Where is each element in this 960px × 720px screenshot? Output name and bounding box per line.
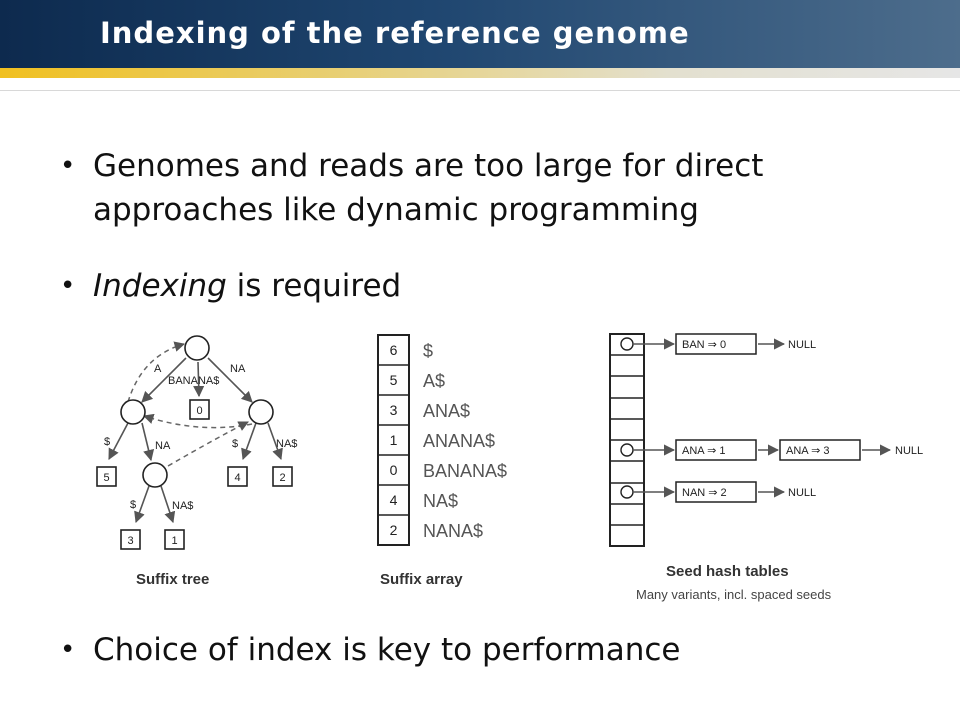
subcaption-hash-tables: Many variants, incl. spaced seeds [636, 587, 832, 602]
tree-leaf [120, 529, 141, 550]
hash-entry [675, 439, 757, 461]
header-divider [0, 90, 960, 91]
bullet-dot-icon: • [60, 635, 76, 665]
edge-label: $ [232, 438, 238, 450]
null-label: NULL [895, 445, 923, 457]
bullet-choice-text: Choice of index is key to performance [93, 632, 681, 668]
array-suffix: BANANA$ [423, 461, 507, 481]
edge-label: A [154, 363, 162, 375]
array-suffix: NA$ [423, 491, 458, 511]
tree-leaf [164, 529, 185, 550]
array-suffix: A$ [423, 371, 445, 391]
hash-entry [675, 333, 757, 355]
leaf-label: 4 [234, 472, 240, 484]
hash-entry-label: NAN ⇒ 2 [682, 487, 727, 499]
array-index: 1 [390, 432, 398, 448]
caption-hash-tables: Seed hash tables [666, 563, 789, 580]
hash-entry-label: ANA ⇒ 1 [682, 445, 725, 457]
bullet-line-2: approaches like dynamic programming [93, 192, 699, 228]
tree-leaf [189, 399, 210, 420]
bullet-indexing: • Indexing is required [60, 264, 660, 308]
leaf-label: 5 [103, 472, 109, 484]
hash-entry [675, 481, 757, 503]
tree-node [120, 399, 146, 425]
caption-suffix-array: Suffix array [380, 571, 463, 588]
caption-suffix-tree: Suffix tree [136, 571, 210, 588]
tree-leaf [96, 466, 117, 487]
edge-label: $ [130, 499, 136, 511]
edge-label: NA$ [276, 438, 297, 450]
edge-label: NA [230, 363, 246, 375]
tree-node [184, 335, 210, 361]
null-label: NULL [788, 339, 816, 351]
array-suffix: NANA$ [423, 521, 483, 541]
bullet-indexing-rest: is required [226, 268, 402, 304]
edge-label: NA [155, 440, 171, 452]
leaf-label: 0 [196, 405, 202, 417]
array-index: 4 [390, 492, 398, 508]
hash-bucket-pointer [620, 443, 634, 457]
header-bar [0, 0, 960, 68]
suffix-array-diagram: 6 5 3 1 0 4 2 $ A$ ANA$ ANANA$ BANANA$ N… [377, 334, 507, 546]
emphasis-indexing: Indexing [93, 268, 227, 304]
suffix-tree-diagram: A BANANA$ NA $ NA $ NA$ $ NA$ 0 5 4 2 3 … [96, 335, 297, 550]
array-index: 5 [390, 372, 398, 388]
tree-leaf [272, 466, 293, 487]
hash-entry-label: ANA ⇒ 3 [786, 445, 829, 457]
bullet-choice: • Choice of index is key to performance [60, 628, 860, 672]
null-label: NULL [788, 487, 816, 499]
array-index: 0 [390, 462, 398, 478]
tree-leaf [227, 466, 248, 487]
bullet-dot-icon: • [60, 151, 76, 181]
bullet-line-1: Genomes and reads are too large for dire… [93, 148, 764, 184]
leaf-label: 2 [279, 472, 285, 484]
array-suffix: $ [423, 341, 433, 361]
array-index: 2 [390, 522, 398, 538]
edge-label: BANANA$ [168, 375, 219, 387]
bullet-genomes: • Genomes and reads are too large for di… [60, 144, 920, 234]
array-suffix: ANANA$ [423, 431, 495, 451]
array-index: 6 [390, 342, 398, 358]
slide-title: Indexing of the reference genome [100, 16, 690, 50]
tree-node [142, 462, 168, 488]
array-suffix: ANA$ [423, 401, 470, 421]
bullet-dot-icon: • [60, 271, 76, 301]
hash-entry [779, 439, 861, 461]
leaf-label: 1 [171, 535, 177, 547]
edge-label: NA$ [172, 500, 193, 512]
hash-table-diagram: BAN ⇒ 0 ANA ⇒ 1 ANA ⇒ 3 NAN ⇒ 2 NULL NUL… [609, 333, 923, 547]
hash-bucket-pointer [620, 337, 634, 351]
tree-node [248, 399, 274, 425]
array-index: 3 [390, 402, 398, 418]
edge-label: $ [104, 436, 110, 448]
header-accent-stripe [0, 68, 960, 78]
hash-entry-label: BAN ⇒ 0 [682, 339, 726, 351]
leaf-label: 3 [127, 535, 133, 547]
hash-bucket-pointer [620, 485, 634, 499]
